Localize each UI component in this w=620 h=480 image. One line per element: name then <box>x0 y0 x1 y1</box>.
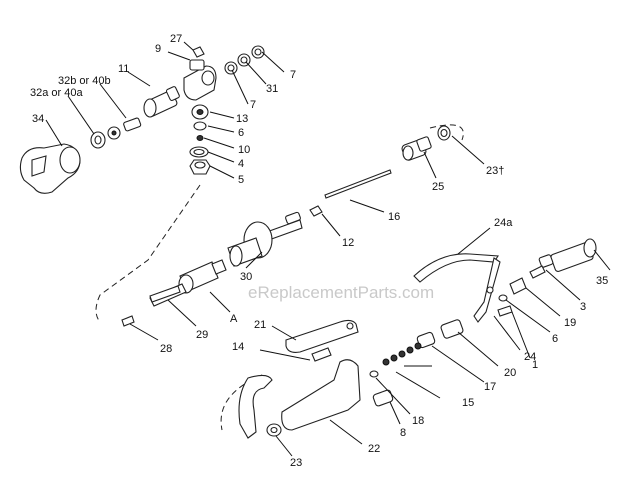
label-31: 31 <box>266 83 278 95</box>
label-8: 8 <box>400 427 406 439</box>
seal-part-23-bottom <box>266 423 282 437</box>
label-24a: 24a <box>494 217 513 229</box>
lever-part-21 <box>285 319 359 353</box>
spacer-part-13 <box>191 104 209 120</box>
washer-part-6-upper <box>193 121 207 131</box>
watermark-text: eReplacementParts.com <box>248 283 434 302</box>
seal-part-32a <box>90 131 106 149</box>
label-15: 15 <box>462 397 474 409</box>
leader-lines <box>45 41 611 457</box>
label-22: 22 <box>368 443 380 455</box>
label-18: 18 <box>412 415 424 427</box>
screw-part-28 <box>121 315 135 327</box>
spray-tip-part <box>143 86 180 118</box>
label-a: A <box>230 313 238 325</box>
coupler-part-35 <box>538 238 597 273</box>
label-11: 11 <box>118 63 129 75</box>
screw-part-1 <box>497 305 513 317</box>
housing-part-22 <box>238 359 361 439</box>
pin-part-14 <box>311 347 332 362</box>
assembly-line-upper <box>95 184 201 323</box>
valve-assembly-part-30 <box>227 211 303 267</box>
label-6-upper: 6 <box>238 127 244 139</box>
label-16: 16 <box>388 211 400 223</box>
spring-part-15 <box>382 342 422 366</box>
label-7-lower: 7 <box>250 99 256 111</box>
washer-part-18 <box>369 370 379 378</box>
label-17: 17 <box>484 381 496 393</box>
label-32a-or-40a: 32a or 40a <box>30 87 83 99</box>
washer-part-6-lower <box>498 294 508 302</box>
label-13: 13 <box>236 113 248 125</box>
fitting-part-25 <box>401 136 432 161</box>
label-10: 10 <box>238 144 250 156</box>
washer-part-7-top <box>251 45 265 59</box>
assembly-line-lower <box>220 374 263 431</box>
nut-part-5 <box>189 159 211 175</box>
label-7-top: 7 <box>290 69 296 81</box>
label-30: 30 <box>240 271 252 283</box>
label-3: 3 <box>580 301 586 313</box>
rod-part-16 <box>324 169 392 199</box>
label-5: 5 <box>238 174 244 186</box>
spray-tip-guard-part <box>19 143 81 194</box>
washer-part-7-lower <box>224 61 238 75</box>
label-12: 12 <box>342 237 354 249</box>
clip-part-12 <box>309 205 323 217</box>
label-25: 25 <box>432 181 444 193</box>
pin-part-29 <box>149 285 181 303</box>
fitting-part-8 <box>372 389 394 407</box>
label-28: 28 <box>160 343 172 355</box>
seal-part-23-top <box>437 125 451 141</box>
label-4: 4 <box>238 158 244 170</box>
label-23-bottom: 23 <box>290 457 302 469</box>
tip-part-small <box>123 117 142 132</box>
ring-part-4 <box>189 146 209 158</box>
assembly-line-right <box>429 124 464 141</box>
seal-part-32b <box>107 126 121 140</box>
bracket-part-24a <box>413 253 501 323</box>
fitting-part-20 <box>440 319 464 339</box>
label-29: 29 <box>196 329 208 341</box>
label-21: 21 <box>254 319 266 331</box>
tip-housing-part <box>183 59 217 101</box>
screw-part-3 <box>529 265 546 279</box>
label-19: 19 <box>564 317 576 329</box>
label-34: 34 <box>32 113 44 125</box>
label-6-lower: 6 <box>552 333 558 345</box>
label-9: 9 <box>155 43 161 55</box>
screw-part-27 <box>192 46 205 58</box>
label-14: 14 <box>232 341 244 353</box>
label-35: 35 <box>596 275 608 287</box>
label-24: 24 <box>524 351 536 363</box>
fitting-part-19 <box>509 277 527 295</box>
label-20: 20 <box>504 367 516 379</box>
label-27: 27 <box>170 33 182 45</box>
label-32b-or-40b: 32b or 40b <box>58 75 111 87</box>
pin-part-10 <box>196 135 204 141</box>
label-23-dagger: 23† <box>486 165 504 177</box>
label-1: 1 <box>532 359 538 371</box>
